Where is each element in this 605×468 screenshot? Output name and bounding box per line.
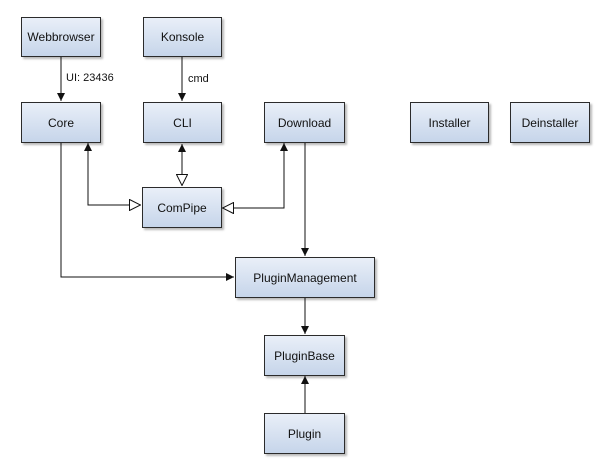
node-core[interactable]: Core [21,102,101,143]
node-deinstaller[interactable]: Deinstaller [510,102,590,143]
edge-label-cmd: cmd [188,73,209,85]
node-konsole[interactable]: Konsole [143,17,222,57]
node-cli[interactable]: CLI [143,102,222,143]
node-plugin-base[interactable]: PluginBase [264,335,345,376]
edge-label-ui-port: UI: 23436 [66,72,114,84]
node-webbrowser[interactable]: Webbrowser [21,17,101,57]
node-plugin-management[interactable]: PluginManagement [235,257,375,298]
edge-compipe-download [250,143,288,209]
node-download[interactable]: Download [264,102,345,143]
edge-compipe-core [84,143,110,206]
node-installer[interactable]: Installer [410,102,489,143]
edge-core-pluginmanagement [60,143,234,281]
node-plugin[interactable]: Plugin [264,413,345,454]
node-compipe[interactable]: ComPipe [142,187,222,228]
